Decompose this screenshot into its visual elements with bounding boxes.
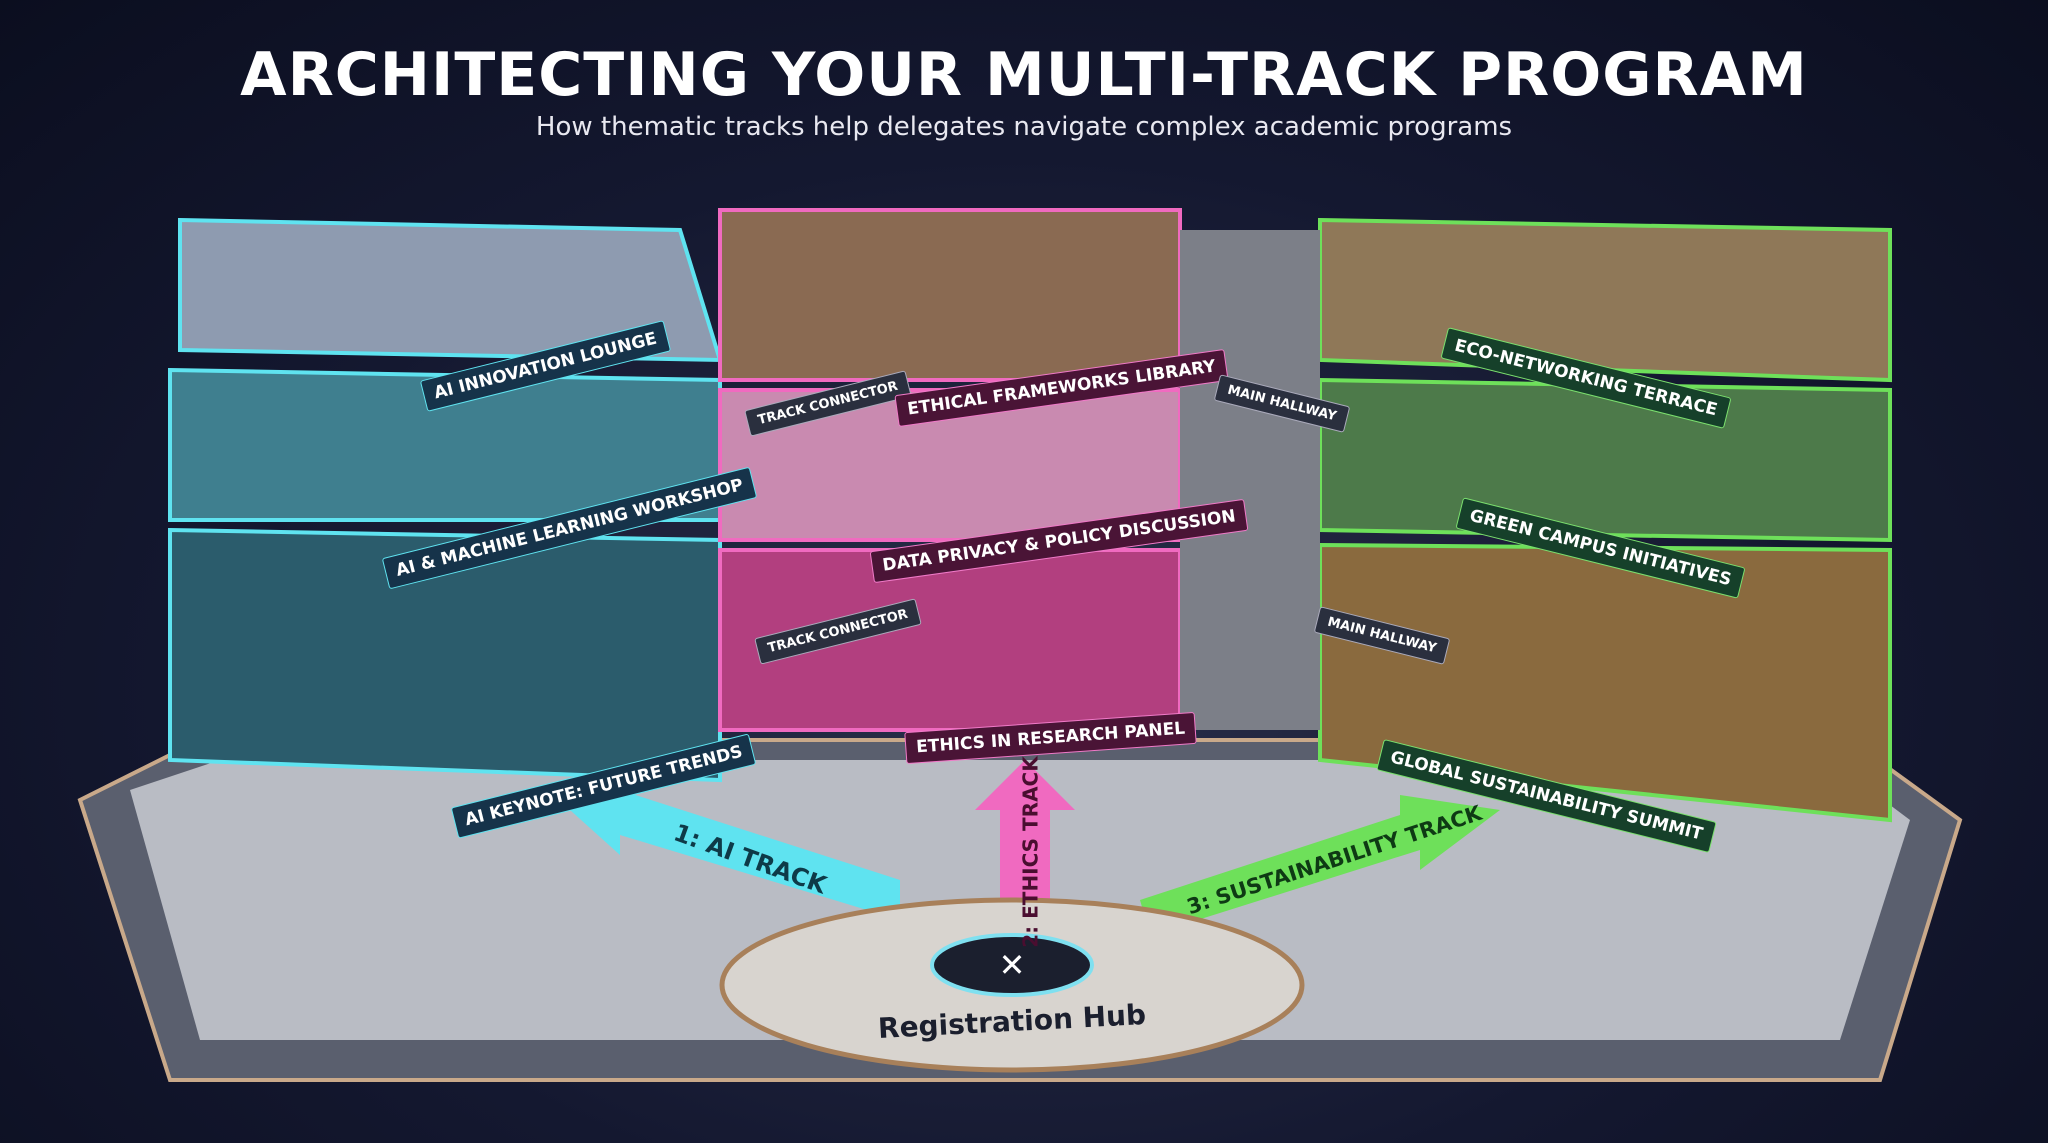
page-subtitle: How thematic tracks help delegates navig… [535, 112, 1513, 142]
sustain-wing-top [1318, 217, 1892, 383]
page-title: ARCHITECTING YOUR MULTI-TRACK PROGRAM [240, 40, 1808, 110]
hallway-column [1180, 230, 1320, 730]
sustainability-track-arrow [1140, 795, 1500, 935]
track-label-ethics: 2: Ethics Track [1018, 756, 1043, 948]
ai-track-arrow [570, 770, 900, 920]
ethics-wing-top [718, 208, 1182, 382]
hub-logo-ring [930, 933, 1094, 997]
sustain-wing-mid [1318, 377, 1892, 543]
ethics-track-arrow [975, 760, 1075, 940]
hub-logo-icon: ✕ [999, 946, 1026, 984]
